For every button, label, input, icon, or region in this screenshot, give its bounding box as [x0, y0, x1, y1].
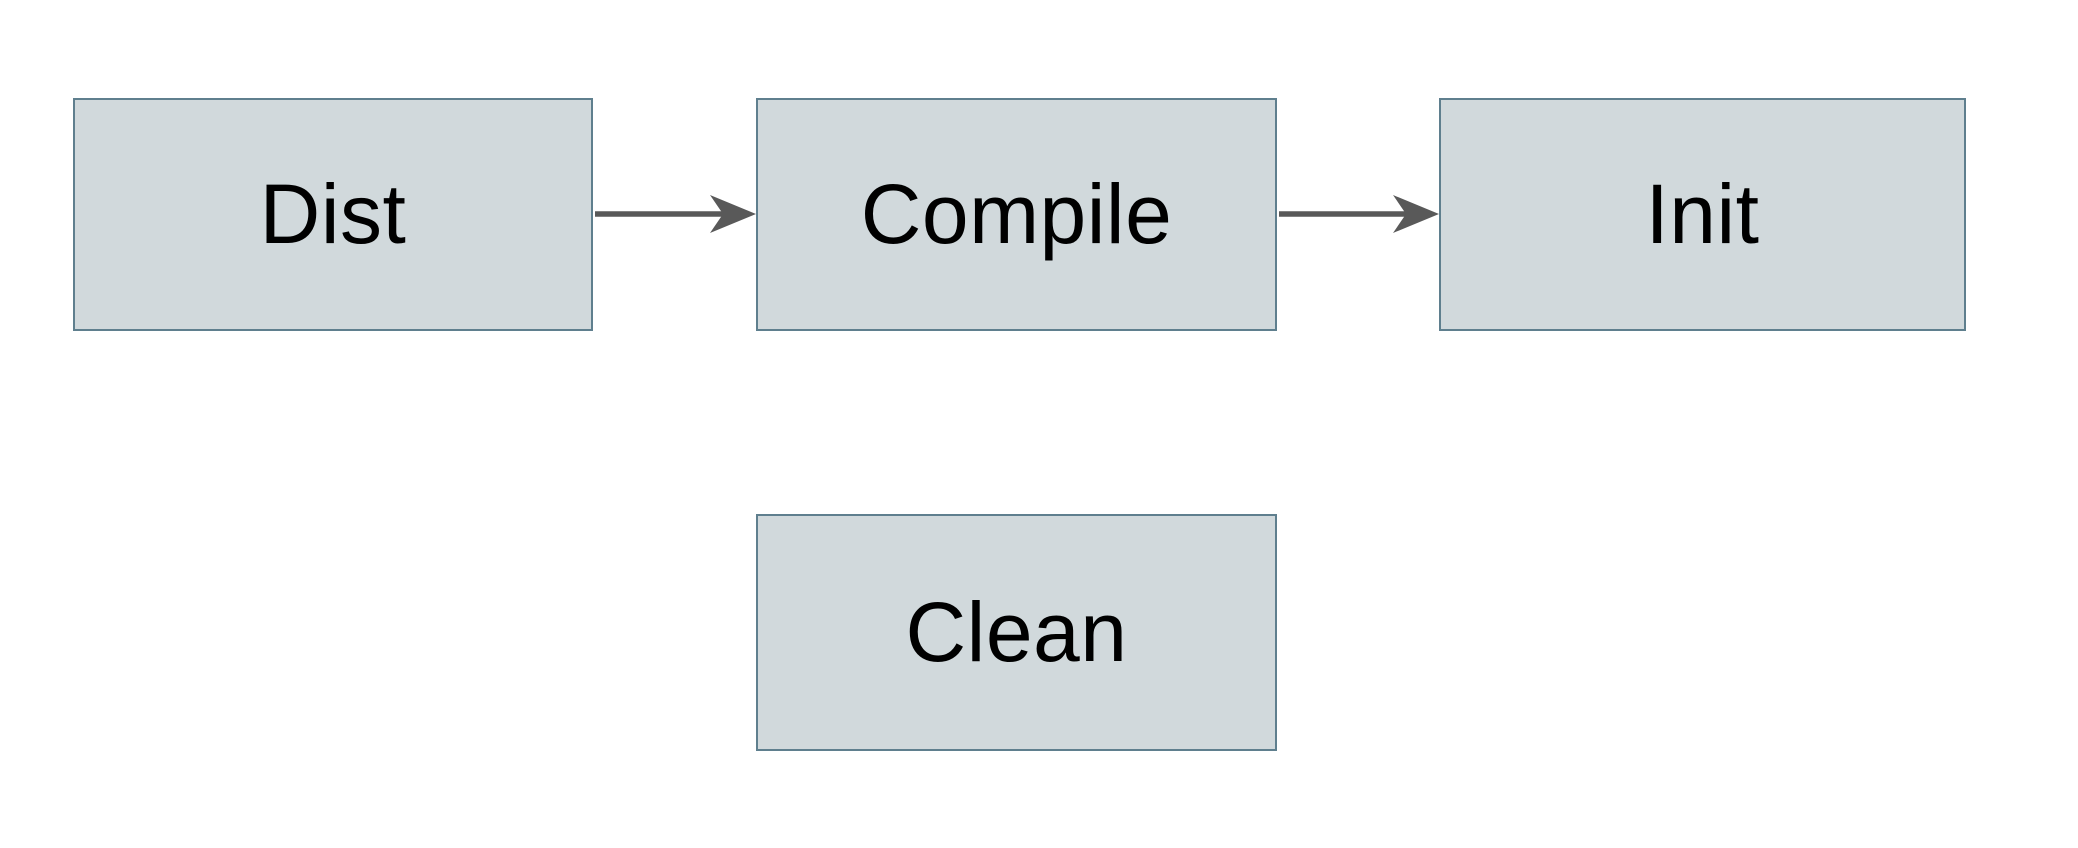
node-dist[interactable]: Dist — [73, 98, 593, 331]
arrow-compile-to-init — [1279, 195, 1439, 233]
node-compile-label: Compile — [860, 167, 1173, 261]
node-clean[interactable]: Clean — [756, 514, 1277, 751]
arrow-dist-to-compile — [595, 195, 756, 233]
node-init-label: Init — [1645, 167, 1760, 261]
node-init[interactable]: Init — [1439, 98, 1966, 331]
node-dist-label: Dist — [259, 167, 407, 261]
node-compile[interactable]: Compile — [756, 98, 1277, 331]
node-clean-label: Clean — [905, 585, 1128, 679]
